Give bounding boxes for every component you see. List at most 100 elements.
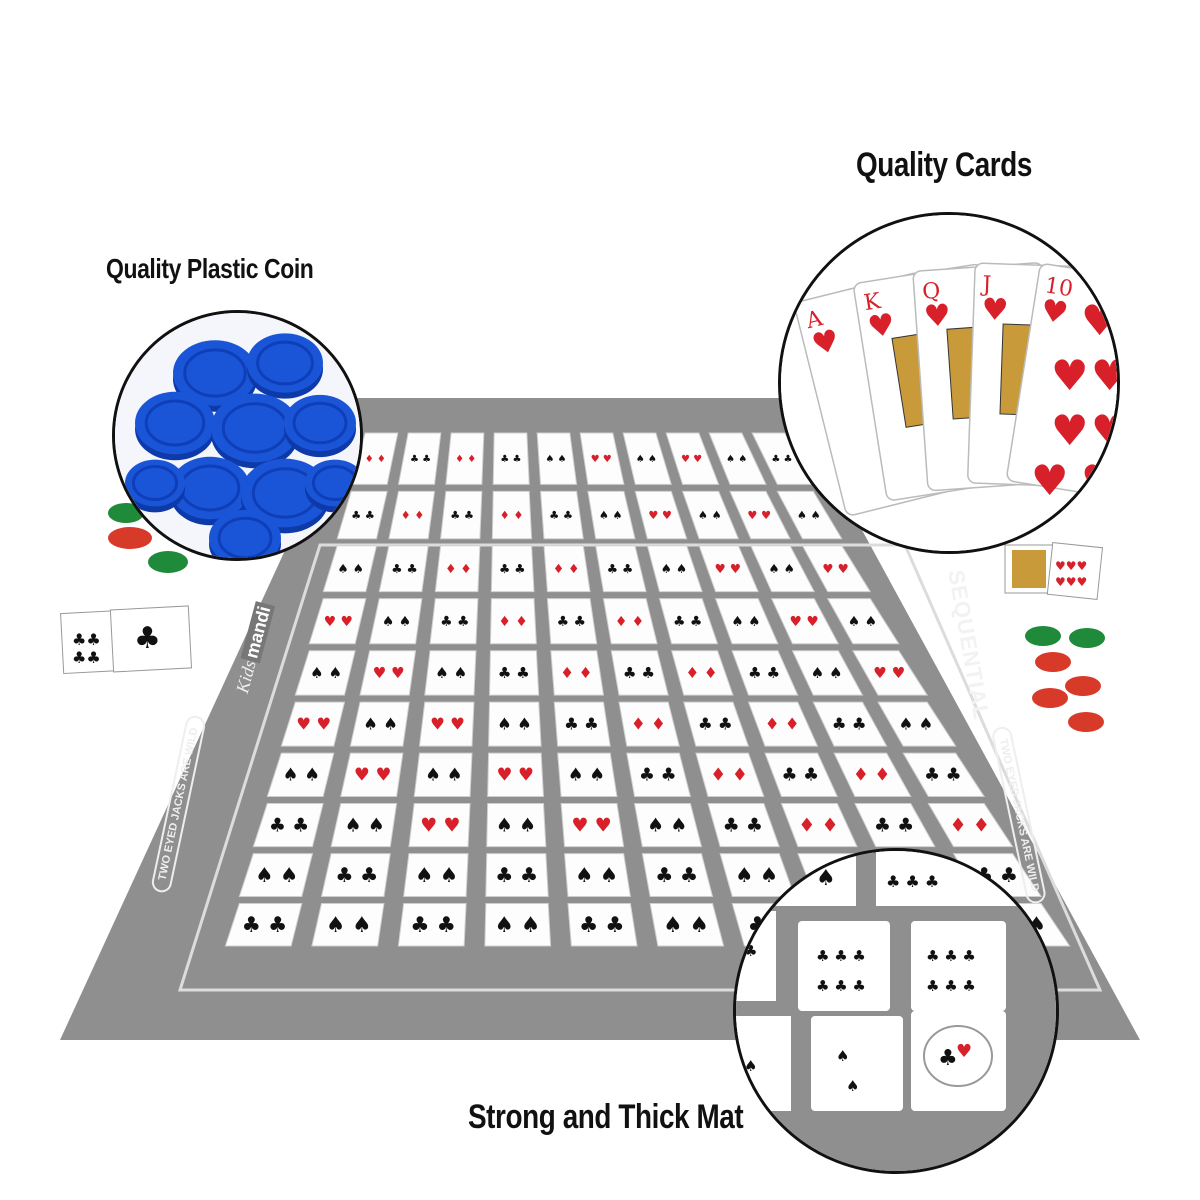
card-rank: A — [803, 306, 827, 335]
blue-coins — [115, 313, 360, 558]
board-card — [563, 853, 631, 897]
board-card — [550, 650, 605, 696]
board-card — [408, 803, 471, 848]
board-card — [397, 902, 467, 947]
card-pip: ♣ ♣ — [391, 561, 418, 576]
svg-text:♣: ♣ — [938, 1046, 958, 1071]
svg-text:♥♥♥: ♥♥♥ — [1055, 559, 1087, 573]
board-card — [776, 490, 843, 540]
board-card — [747, 701, 819, 747]
card-pip: ♠ ♠ — [599, 509, 623, 522]
board-card — [546, 598, 598, 645]
heart-pip: ♥ — [1051, 351, 1089, 400]
card-pip: ♥ ♥ — [789, 614, 818, 630]
card-pip: ♣ ♣ — [579, 913, 625, 938]
card-pip: ♣ ♣ — [500, 454, 521, 465]
board-card — [595, 545, 647, 593]
card-pip: ♦ ♦ — [560, 664, 592, 682]
card-pip: ♣ ♣ — [549, 509, 573, 522]
board-card — [567, 902, 638, 947]
coin-closeup — [112, 310, 363, 561]
board-card — [294, 650, 356, 696]
board-card — [403, 853, 469, 897]
card-pip: ♠ ♠ — [698, 509, 722, 522]
card-pip: ♠ ♠ — [326, 913, 372, 938]
board-card — [649, 902, 725, 947]
card-pip: ♠ ♠ — [899, 715, 934, 734]
card-pip: ♠ ♠ — [568, 765, 606, 786]
card-pip: ♣ ♣ — [335, 863, 378, 887]
board-card — [877, 701, 957, 747]
svg-text:♥: ♥ — [981, 292, 1009, 328]
board-card — [429, 598, 479, 645]
board-card — [681, 490, 740, 540]
card-pip: ♠ ♠ — [345, 813, 385, 836]
card-pip: ♠ ♠ — [647, 813, 687, 836]
card-pip: ♥ ♥ — [681, 454, 702, 465]
card-pip: ♦ ♦ — [553, 561, 580, 576]
card-pip: ♠ ♠ — [797, 509, 821, 522]
card-pip: ♣ ♣ — [771, 454, 792, 465]
board-card — [491, 490, 533, 540]
card-pip: ♣ ♣ — [499, 561, 526, 576]
label-strong-thick-mat: Strong and Thick Mat — [468, 1098, 744, 1136]
board-card — [750, 545, 816, 593]
board-card — [708, 432, 767, 485]
card-pip: ♦ ♦ — [445, 561, 472, 576]
svg-text:♠: ♠ — [744, 1057, 757, 1075]
card-pip: ♥ ♥ — [430, 715, 465, 734]
board-card — [330, 803, 398, 848]
board-card — [424, 650, 477, 696]
board-card — [626, 752, 692, 798]
board-card — [764, 752, 839, 798]
card-pip: ♦ ♦ — [853, 765, 891, 786]
card-pip: ♥ ♥ — [648, 509, 672, 522]
card-pip: ♦ ♦ — [401, 509, 425, 522]
card-pip: ♠ ♠ — [661, 561, 688, 576]
board-card — [485, 853, 549, 897]
board-card — [553, 701, 611, 747]
board-card — [484, 902, 552, 947]
card-pip: ♦ ♦ — [365, 454, 386, 465]
board-card — [683, 701, 750, 747]
board-card — [646, 545, 703, 593]
card-pip: ♦ ♦ — [685, 664, 717, 682]
card-pip: ♠ ♠ — [255, 863, 298, 887]
board-card — [536, 432, 578, 485]
board-card — [378, 545, 429, 593]
board-card — [486, 803, 547, 848]
card-pip: ♣ ♣ — [639, 765, 677, 786]
card-pip: ♦ ♦ — [500, 509, 524, 522]
board-card — [489, 598, 537, 645]
card-rank: Q — [921, 279, 941, 305]
board-card — [492, 432, 530, 485]
board-card — [349, 701, 410, 747]
board-card — [560, 803, 625, 848]
board-card — [770, 598, 840, 645]
board-card — [388, 490, 436, 540]
card-pip: ♠ ♠ — [382, 614, 411, 630]
coin-rim — [256, 340, 314, 386]
card-pip: ♥ ♥ — [873, 664, 905, 682]
label-quality-plastic-coin: Quality Plastic Coin — [106, 253, 314, 284]
card-pip: ♦ ♦ — [710, 765, 748, 786]
board-card — [488, 701, 542, 747]
svg-text:♣ ♣ ♣: ♣ ♣ ♣ — [926, 977, 976, 995]
card-pip: ♣ ♣ — [410, 454, 431, 465]
svg-text:♣: ♣ — [134, 621, 161, 656]
card-pip: ♣ ♣ — [557, 614, 586, 630]
board-card — [833, 752, 912, 798]
svg-text:♥: ♥ — [1038, 293, 1070, 332]
card-pip: ♠ ♠ — [811, 664, 843, 682]
board-card — [224, 902, 303, 947]
card-pip: ♣ ♣ — [924, 765, 962, 786]
cards-closeup: A♥K♥Q♥J♥10♥♥♥♥♥♥♥♥ — [778, 212, 1120, 554]
card-pip: ♠ ♠ — [575, 863, 618, 887]
loose-cards-right: ♥♥♥ ♥♥♥ — [1004, 541, 1104, 601]
card-pip: ♦ ♦ — [455, 454, 476, 465]
board-card — [602, 598, 658, 645]
mat-zoom: ♠ ♣ ♣ ♣ ♣ ♣ ♣ ♣ ♣ ♣ ♣ ♣ ♣ ♣ ♣ ♣ ♣ ♠ ♠ ♠ … — [736, 851, 1056, 1171]
card-pip: ♣ ♣ — [698, 715, 733, 734]
board-card — [397, 432, 442, 485]
